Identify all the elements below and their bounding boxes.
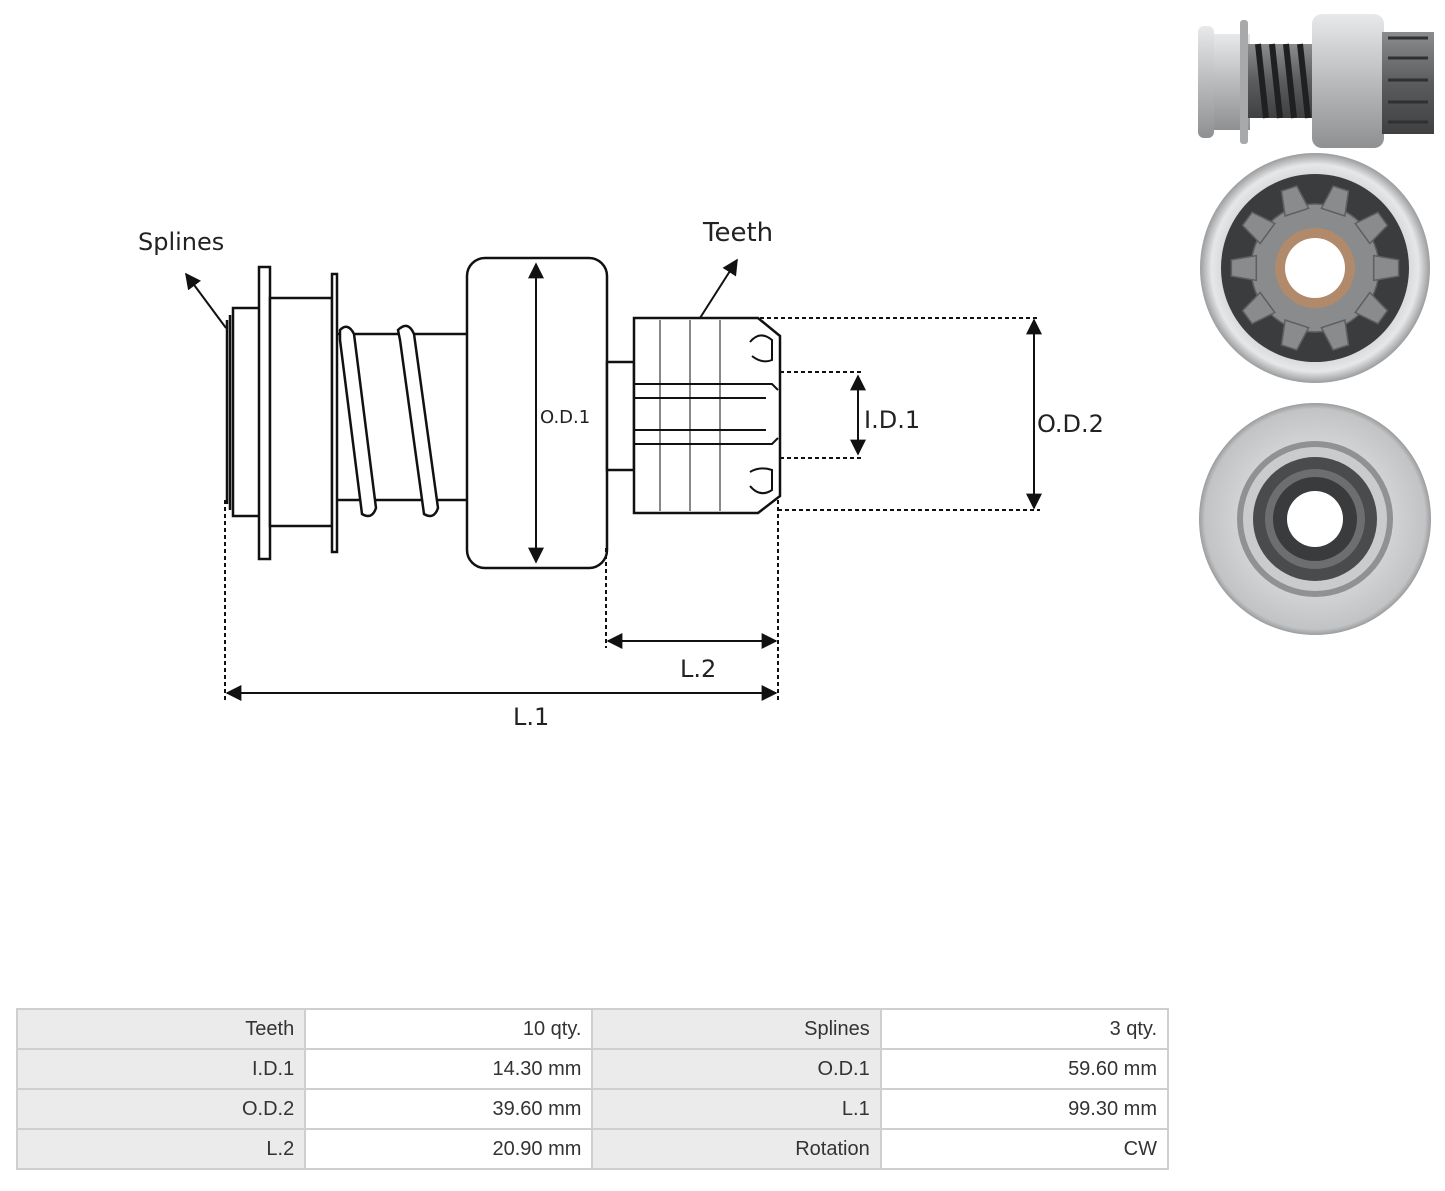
gear-tooth bbox=[1320, 185, 1350, 217]
od1-label: O.D.1 bbox=[540, 407, 590, 428]
starter-drive-rear-photo bbox=[1199, 403, 1431, 635]
spec-label: Splines bbox=[591, 1008, 882, 1050]
gear-tooth bbox=[1241, 291, 1276, 325]
technical-drawing: Splines Teeth O.D.1 I.D.1 O.D.2 L.2 L.1 bbox=[138, 218, 1104, 731]
spec-value: 39.60 mm bbox=[304, 1088, 594, 1130]
flange-1 bbox=[257, 265, 272, 561]
gear-tooth bbox=[1280, 185, 1310, 217]
spec-label: O.D.2 bbox=[15, 1088, 307, 1130]
gear-tooth bbox=[1241, 211, 1276, 245]
teeth-label: Teeth bbox=[702, 218, 773, 248]
spec-label: L.1 bbox=[591, 1088, 882, 1130]
splines-label: Splines bbox=[138, 228, 224, 256]
pinion-gear bbox=[632, 316, 782, 515]
gear-tooth bbox=[1280, 319, 1310, 351]
spec-value: 14.30 mm bbox=[304, 1048, 594, 1090]
id1-label: I.D.1 bbox=[864, 406, 920, 434]
gear-tooth bbox=[1230, 254, 1258, 282]
teeth-leader-arrow bbox=[699, 258, 738, 319]
spec-label: Teeth bbox=[15, 1008, 307, 1050]
spec-value: 10 qty. bbox=[304, 1008, 594, 1050]
spec-value: 20.90 mm bbox=[304, 1128, 594, 1170]
starter-drive-gear-front-photo bbox=[1200, 153, 1430, 383]
gear-tooth bbox=[1354, 291, 1389, 325]
gear-tooth bbox=[1354, 211, 1389, 245]
gear-tooth bbox=[1320, 319, 1350, 351]
od2-label: O.D.2 bbox=[1037, 410, 1104, 438]
l1-label: L.1 bbox=[513, 703, 549, 731]
spring-coil-2 bbox=[396, 324, 440, 518]
spring-coil-1 bbox=[338, 325, 378, 518]
spec-label: O.D.1 bbox=[591, 1048, 882, 1090]
flange-2 bbox=[330, 272, 339, 554]
gear-tooth bbox=[1372, 254, 1400, 282]
l2-label: L.2 bbox=[680, 655, 716, 683]
spec-label: L.2 bbox=[15, 1128, 307, 1170]
spec-label: I.D.1 bbox=[15, 1048, 307, 1090]
splines-leader-arrow bbox=[185, 272, 227, 329]
starter-drive-side-photo bbox=[1198, 14, 1434, 148]
spec-value: 59.60 mm bbox=[879, 1048, 1170, 1090]
spec-label: Rotation bbox=[591, 1128, 882, 1170]
spec-value: CW bbox=[879, 1128, 1170, 1170]
spec-value: 3 qty. bbox=[879, 1008, 1170, 1050]
spec-value: 99.30 mm bbox=[879, 1088, 1170, 1130]
spline-hub bbox=[231, 306, 263, 518]
